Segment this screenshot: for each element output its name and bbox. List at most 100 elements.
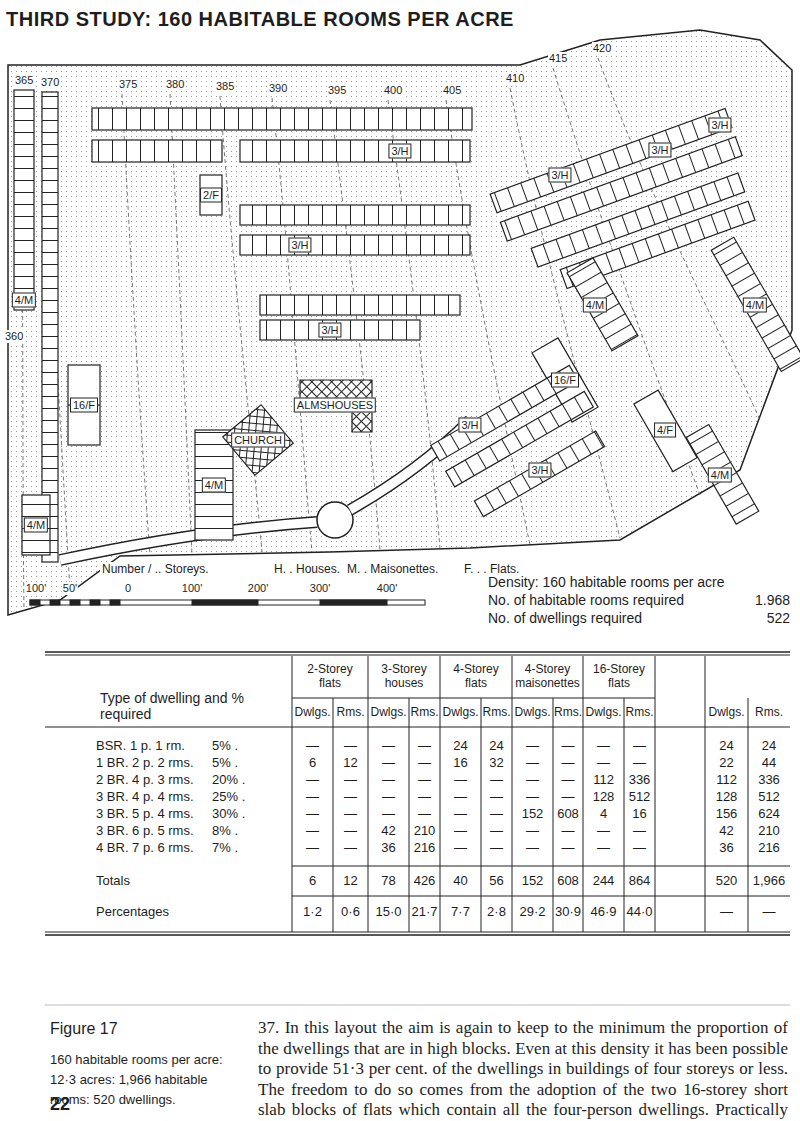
rect-shape xyxy=(240,205,470,225)
building-label: 2/F xyxy=(200,188,222,203)
rect-shape xyxy=(192,600,258,605)
table-cell: — xyxy=(490,772,503,787)
plan-label: 405 xyxy=(442,84,462,97)
building-label: 4/M xyxy=(24,518,48,533)
table-cell: — xyxy=(490,806,503,821)
table-cell: 24 xyxy=(762,738,776,753)
table-cell: — xyxy=(526,840,539,855)
building-code: 4/F xyxy=(657,424,673,437)
column-heading: 3-Storey houses xyxy=(369,662,439,690)
table-cell: 40 xyxy=(453,873,467,888)
line-shape xyxy=(512,656,513,932)
building-code: 3/H xyxy=(651,144,668,157)
table-cell: — xyxy=(382,755,395,770)
table-cell: 608 xyxy=(557,806,579,821)
table-cell: — xyxy=(597,755,610,770)
key-text: F. . . Flats. xyxy=(462,562,521,576)
building-label: 4/M xyxy=(708,468,732,483)
building-code: 3/H xyxy=(321,324,338,337)
table-cell: 1,966 xyxy=(753,873,786,888)
table-cell: 6 xyxy=(309,755,316,770)
column-subheading: Dwlgs. xyxy=(708,705,744,719)
plan-label: 50' xyxy=(62,582,78,595)
table-cell: 30% . xyxy=(212,806,245,821)
table-cell: 12 xyxy=(343,873,357,888)
table-cell: — xyxy=(763,904,776,919)
plan-label: 400' xyxy=(376,582,398,595)
rect-shape xyxy=(68,365,100,445)
table-cell: Totals xyxy=(96,873,130,888)
plan-label: 390 xyxy=(268,82,288,95)
plan-label: 410 xyxy=(505,72,525,85)
key-text: H. . Houses. xyxy=(272,562,342,576)
building-label: 3/H xyxy=(548,168,571,183)
column-heading: 2-Storey flats xyxy=(295,662,365,690)
line-shape xyxy=(45,727,790,728)
plan-label: 375 xyxy=(118,78,138,91)
table-cell: — xyxy=(382,738,395,753)
table-cell: 336 xyxy=(758,772,780,787)
table-cell: 3 BR. 5 p. 4 rms. xyxy=(96,806,194,821)
building-label: 4/M xyxy=(202,478,226,493)
column-subheading: Dwlgs. xyxy=(294,705,330,719)
table-cell: — xyxy=(562,789,575,804)
table-cell: 4 xyxy=(600,806,607,821)
building-label: 4/M xyxy=(12,293,36,308)
column-subheading: Rms. xyxy=(755,705,783,719)
table-cell: 5% . xyxy=(212,738,238,753)
rect-shape xyxy=(195,430,233,540)
table-cell: 21·7 xyxy=(411,904,437,919)
table-cell: — xyxy=(418,789,431,804)
table-cell: 426 xyxy=(414,873,436,888)
plan-label: 420 xyxy=(592,42,612,55)
table-cell: — xyxy=(526,738,539,753)
rect-shape xyxy=(110,600,120,605)
table-cell: — xyxy=(597,840,610,855)
building-label: CHURCH xyxy=(231,433,285,448)
building-label: 3/H xyxy=(708,118,731,133)
rect-shape xyxy=(22,495,50,555)
key-text: Number / .. Storeys. xyxy=(100,562,211,576)
table-cell: 56 xyxy=(489,873,503,888)
table-cell: — xyxy=(526,755,539,770)
table-cell: — xyxy=(344,806,357,821)
density-note: No. of dwellings required xyxy=(488,610,642,627)
line-shape xyxy=(292,656,293,932)
plan-label: 380 xyxy=(165,78,185,91)
scale-bar xyxy=(30,600,425,605)
table-cell: 128 xyxy=(593,789,615,804)
contour-lines xyxy=(20,58,760,610)
building-code: 4/M xyxy=(746,299,764,312)
table-cell: — xyxy=(633,738,646,753)
rect-shape xyxy=(223,405,293,475)
table-cell: 36 xyxy=(719,840,733,855)
table-heading: Type of dwelling and % required xyxy=(100,690,260,722)
g-shape xyxy=(223,405,293,475)
plan-label: 0 xyxy=(124,582,132,595)
table-cell: 20% . xyxy=(212,772,245,787)
plan-label: 360 xyxy=(4,330,24,343)
rect-shape xyxy=(260,320,420,340)
table-cell: 156 xyxy=(716,806,738,821)
rect-shape xyxy=(92,108,472,130)
building-label: 16/F xyxy=(551,373,579,388)
table-cell: — xyxy=(306,738,319,753)
g-shape xyxy=(634,390,697,472)
table-cell: 25% . xyxy=(212,789,245,804)
table-cell: 2·8 xyxy=(487,904,506,919)
plan-label: 385 xyxy=(215,80,235,93)
table-cell: — xyxy=(344,738,357,753)
rect-shape xyxy=(567,258,638,351)
table-cell: Percentages xyxy=(96,904,169,919)
column-subheading: Dwlgs. xyxy=(442,705,478,719)
table-cell: — xyxy=(720,904,733,919)
table-cell: — xyxy=(633,755,646,770)
column-subheading: Dwlgs. xyxy=(370,705,406,719)
table-cell: — xyxy=(306,840,319,855)
table-cell: 36 xyxy=(381,840,395,855)
table-cell: 6 xyxy=(309,873,316,888)
table-cell: 24 xyxy=(719,738,733,753)
building-code: 4/M xyxy=(205,479,223,492)
rect-shape xyxy=(200,175,222,215)
table-cell: — xyxy=(633,840,646,855)
